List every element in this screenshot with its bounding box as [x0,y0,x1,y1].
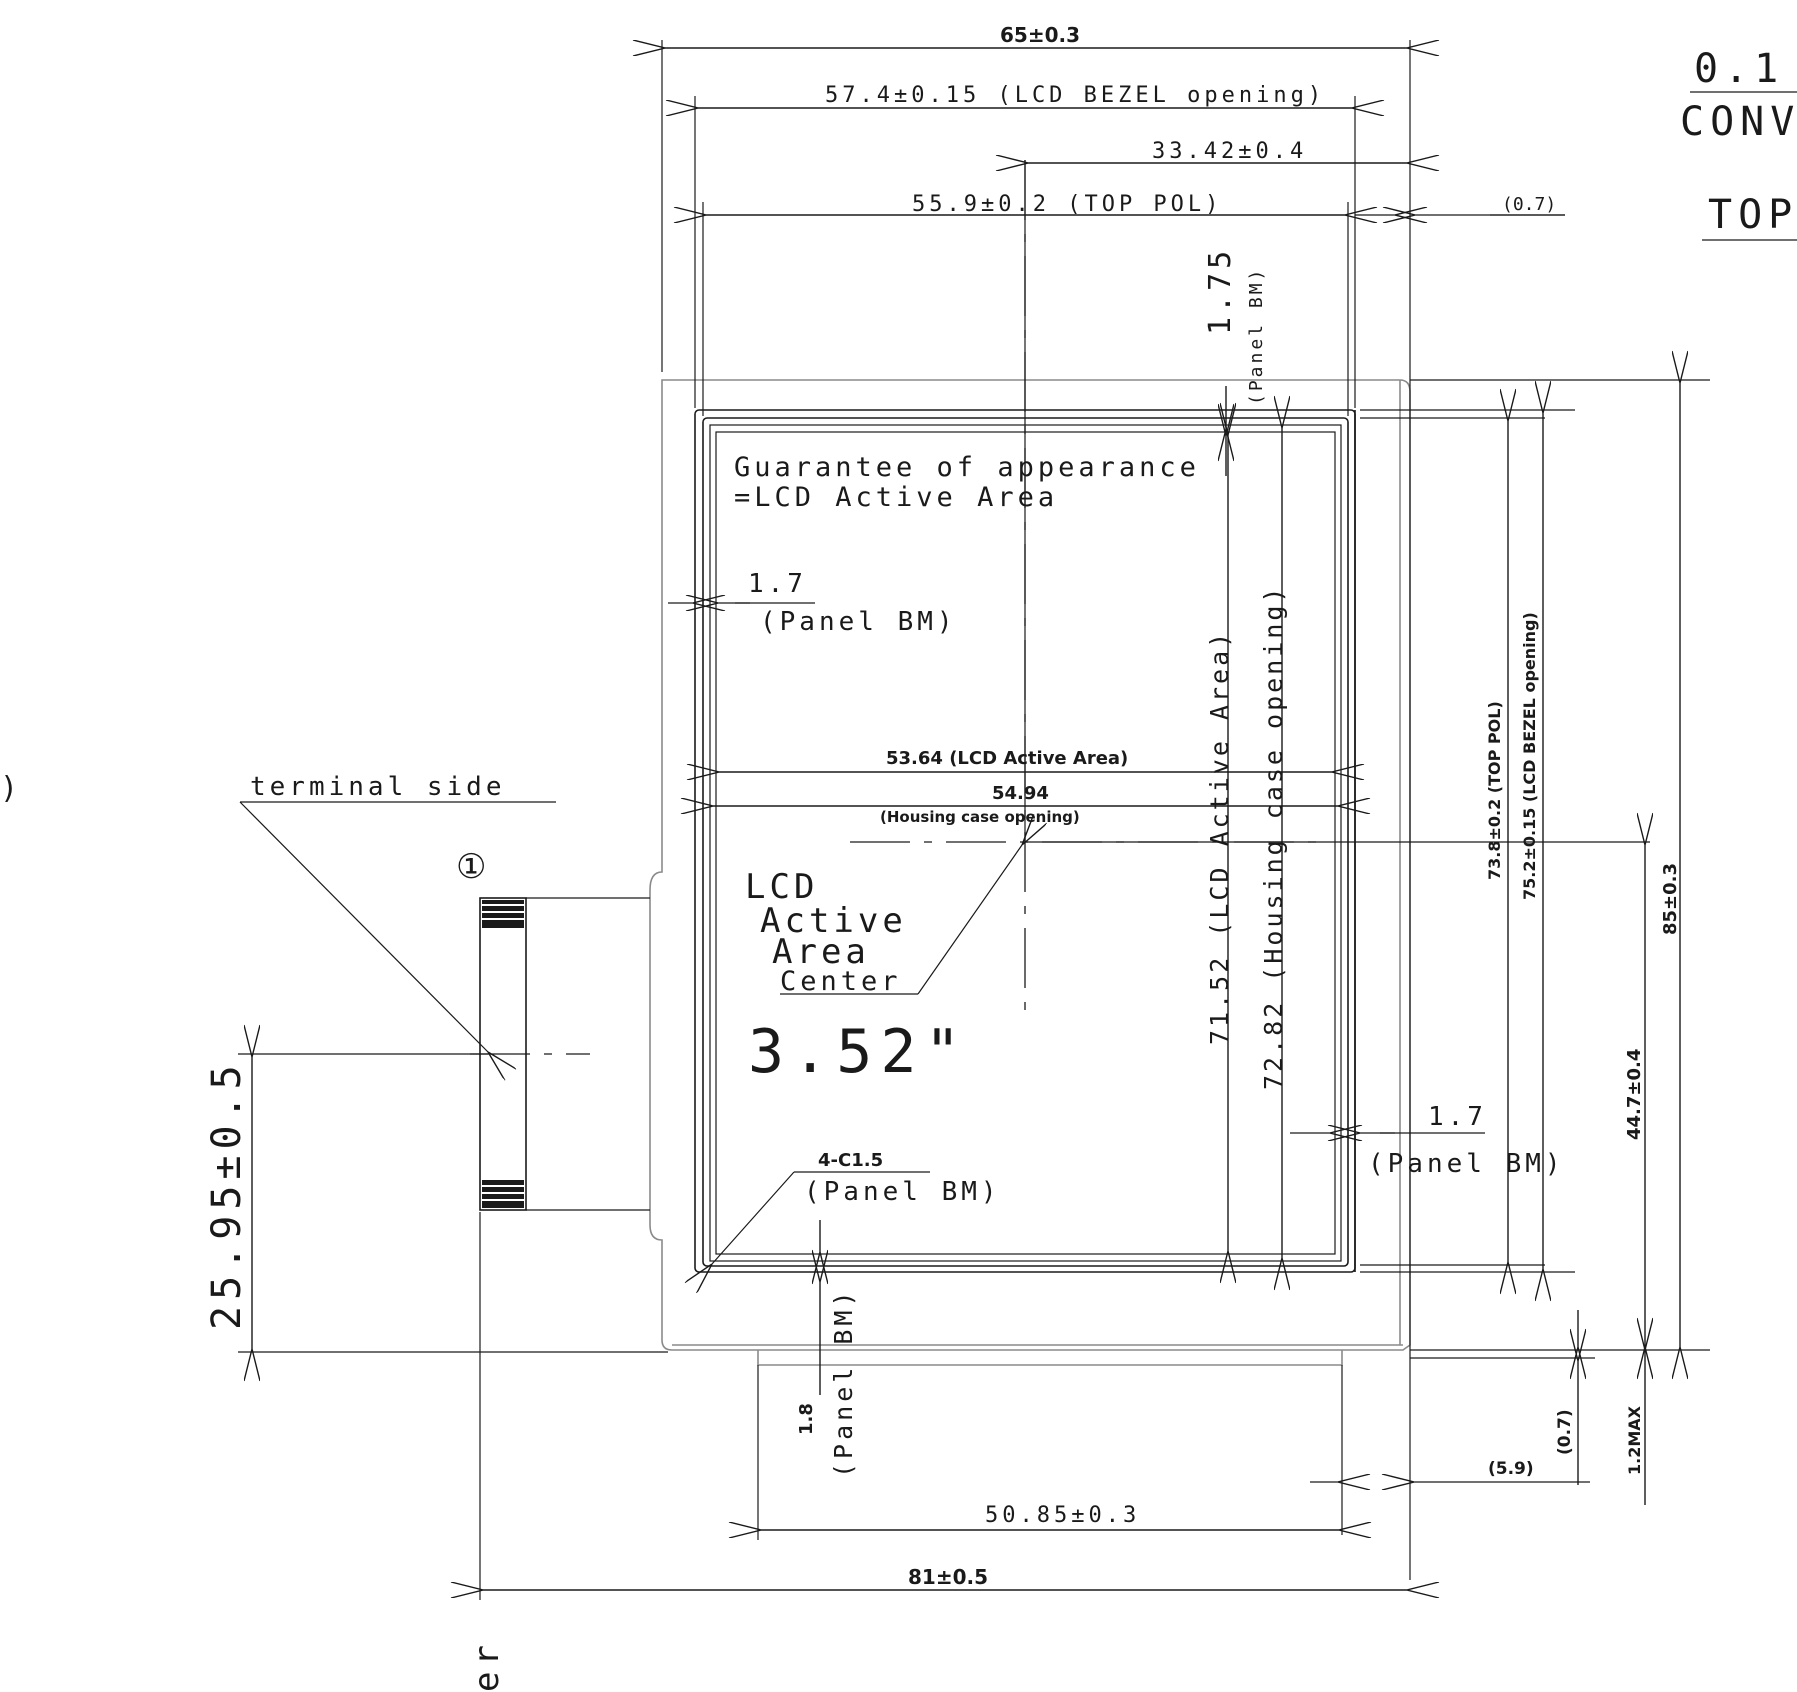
dim-offset-59: (5.9) [1488,1459,1534,1479]
diagonal-size: 3.52" [748,1017,969,1087]
guarantee-line-1: Guarantee of appearance [734,452,1200,483]
dim-gap-07-top: (0.7) [1502,194,1556,215]
center-label-active: Active [760,901,907,941]
dim-width-65: 65±0.3 [1000,23,1080,47]
dim-gap-07-bottom: (0.7) [1555,1409,1575,1455]
dim-fpc-offset: 25.95±0.5 [204,1059,250,1330]
dim-panel-bm-18-label: (Panel BM) [829,1287,858,1478]
title-line-2: CONV [1680,99,1797,145]
dim-top-pol-width: 55.9±0.2 (TOP POL) [912,192,1222,217]
dim-max-12: 1.2MAX [1625,1405,1644,1475]
dim-offset-447: 44.7±0.4 [1624,1049,1645,1140]
module-outline [649,379,1411,1366]
bottom-edge-fragment: er [467,1639,507,1692]
dim-top-pol-height: 73.8±0.2 (TOP POL) [1485,701,1504,880]
title-line-3: TOP [1708,192,1797,238]
dim-housing-height: 72.82 (Housing case opening) [1259,585,1288,1090]
dim-offset-33: 33.42±0.4 [1152,139,1307,164]
dim-housing-width-value: 54.94 [992,783,1049,804]
terminal-side-label: terminal side [250,772,506,802]
guarantee-line-2: =LCD Active Area [734,482,1058,513]
center-label-center: Center [780,966,902,997]
dim-panel-bm-17-right-value: 1.7 [1428,1102,1487,1132]
dim-panel-bm-175-label: (Panel BM) [1246,267,1267,405]
dim-bezel-opening-height: 75.2±0.15 (LCD BEZEL opening) [1520,612,1539,900]
pin-one-marker: ① [456,847,486,887]
center-label-area: Area [772,932,870,972]
dim-height-85: 85±0.3 [1660,863,1681,935]
dim-panel-bm-18-value: 1.8 [796,1403,817,1435]
fpc-connector [470,897,650,1211]
dim-chamfer-value: 4-C1.5 [818,1150,883,1171]
dim-panel-bm-17-left-label: (Panel BM) [760,607,957,637]
dim-width-5085: 50.85±0.3 [985,1503,1140,1528]
dim-active-area-height: 71.52 (LCD Active Area) [1205,630,1234,1045]
center-label-lcd: LCD [745,867,818,907]
dim-housing-width-label: (Housing case opening) [880,808,1080,826]
dim-width-81: 81±0.5 [908,1565,988,1589]
dim-chamfer-label: (Panel BM) [804,1177,1001,1207]
dim-panel-bm-175-value: 1.75 [1203,247,1238,335]
dim-bezel-opening-width: 57.4±0.15 (LCD BEZEL opening) [825,83,1325,108]
title-line-1: 0.1 [1694,46,1784,92]
title-block: 0.1 CONV TOP [1680,46,1797,241]
dim-panel-bm-17-left-value: 1.7 [748,569,807,599]
dim-active-area-width: 53.64 (LCD Active Area) [886,748,1128,769]
dim-panel-bm-17-right-label: (Panel BM) [1368,1149,1565,1179]
left-edge-fragment: ) [0,771,18,806]
